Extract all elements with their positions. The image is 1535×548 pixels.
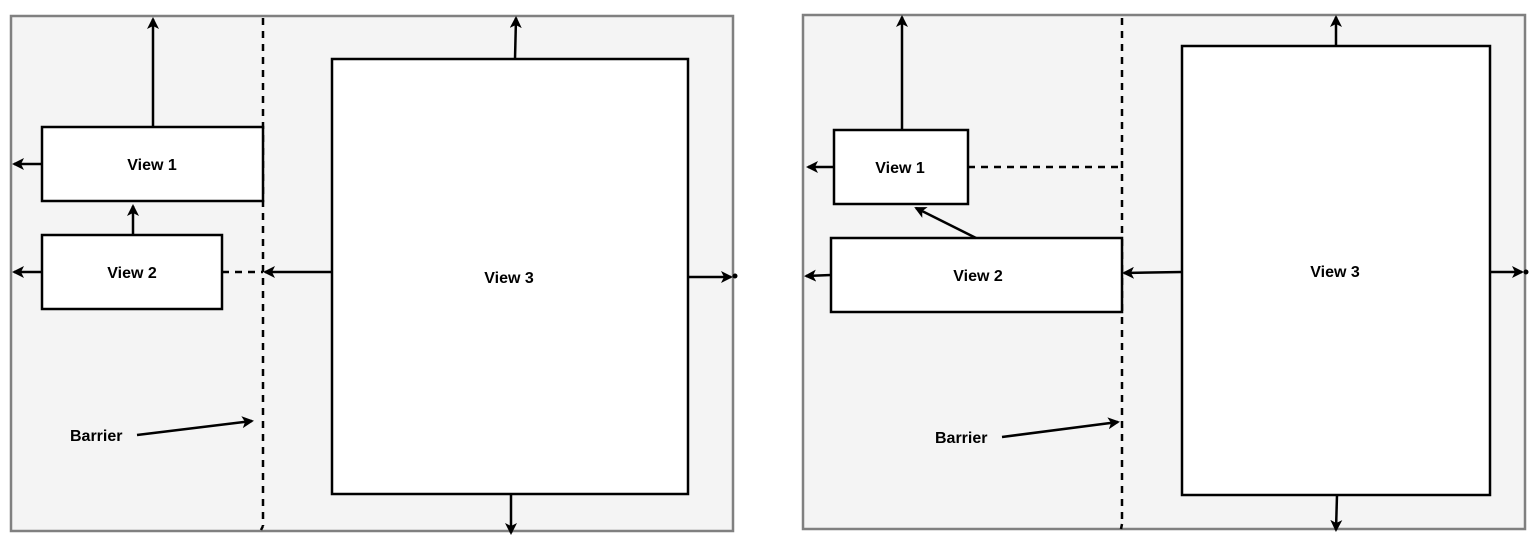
left-diagram: View 1 View 2 View 3 Barrier bbox=[9, 14, 738, 535]
view-1-label: View 1 bbox=[875, 160, 925, 177]
view-3-box[interactable] bbox=[1180, 44, 1492, 497]
view-2-label: View 2 bbox=[107, 265, 157, 282]
barrier-annotation-label: Barrier bbox=[70, 428, 122, 445]
view-3[interactable]: View 3 bbox=[330, 57, 690, 496]
view-2-left-constraint-arrow bbox=[804, 269, 832, 282]
view-3-bottom-constraint-arrow bbox=[1330, 494, 1343, 532]
view-3-to-barrier-arrow bbox=[1122, 266, 1183, 279]
right-diagram: View 1 View 2 View 3 Barrier bbox=[801, 13, 1529, 532]
view-3-label: View 3 bbox=[1310, 264, 1360, 281]
view-2[interactable]: View 2 bbox=[829, 236, 1124, 314]
barrier-annotation-arrow bbox=[1001, 417, 1120, 439]
right-anchor-dot bbox=[1523, 269, 1529, 275]
view-1-label: View 1 bbox=[127, 157, 177, 174]
view-1[interactable]: View 1 bbox=[832, 128, 970, 206]
view-2[interactable]: View 2 bbox=[40, 233, 224, 311]
view-2-label: View 2 bbox=[953, 268, 1003, 285]
view-3-label: View 3 bbox=[484, 270, 534, 287]
barrier-line-end bbox=[1119, 523, 1124, 530]
view-3[interactable]: View 3 bbox=[1180, 44, 1492, 497]
view-3-box[interactable] bbox=[330, 57, 690, 496]
view-3-top-constraint-arrow bbox=[509, 16, 522, 60]
view-2-to-view-1-arrow bbox=[914, 206, 977, 240]
barrier-line-end bbox=[259, 525, 265, 531]
view-1[interactable]: View 1 bbox=[40, 125, 265, 203]
right-anchor-dot bbox=[732, 273, 738, 279]
view-2-box[interactable] bbox=[829, 236, 1124, 314]
barrier-annotation-arrow bbox=[136, 416, 254, 437]
barrier-annotation-label: Barrier bbox=[935, 430, 987, 447]
view-1-box[interactable] bbox=[40, 125, 265, 203]
